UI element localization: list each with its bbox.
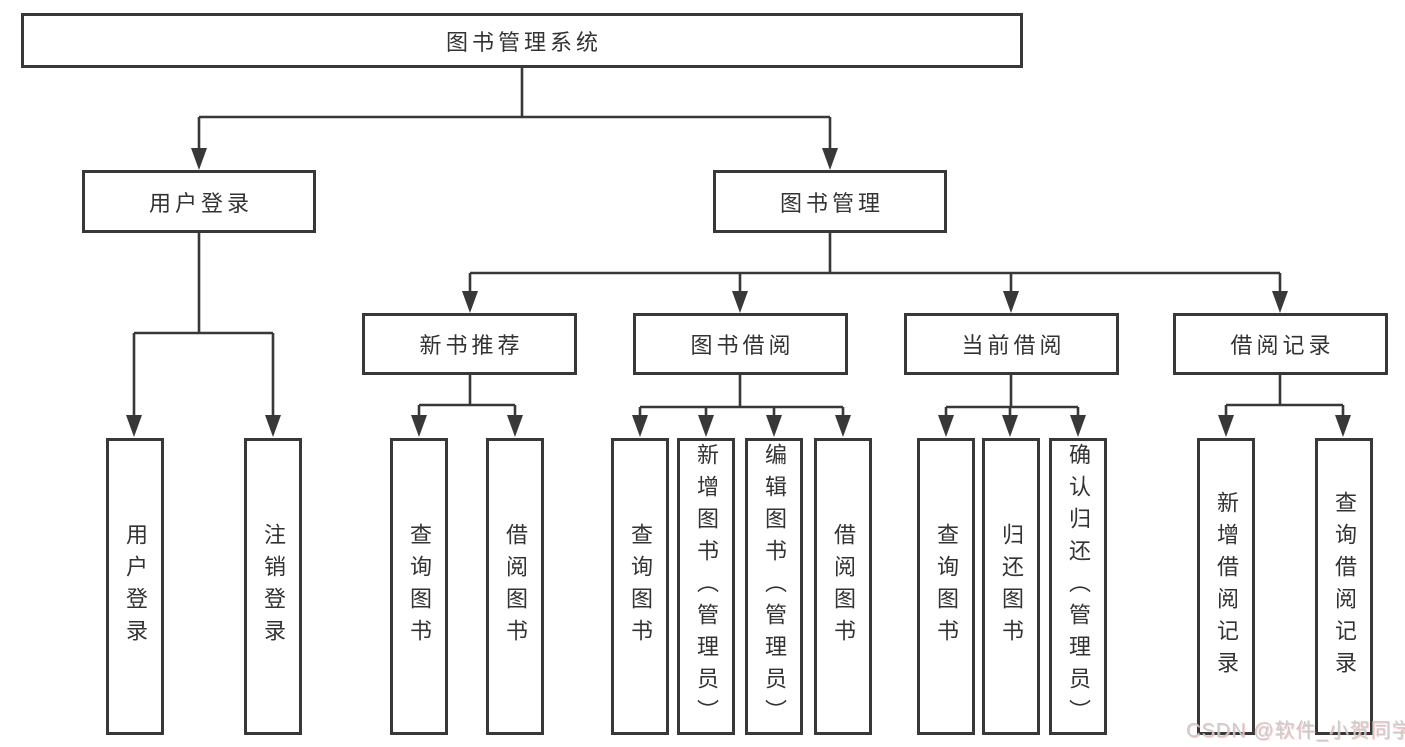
leaf-borrow-books-recommend: 借阅图书: [486, 438, 544, 735]
node-book-borrow: 图书借阅: [633, 313, 848, 375]
csdn-watermark: CSDN @软件_小贺同学: [1186, 720, 1405, 742]
leaf-edit-books-admin: 编辑图书（管理员）: [745, 438, 803, 735]
node-new-book-recommend: 新书推荐: [362, 313, 577, 375]
leaf-add-books-admin: 新增图书（管理员）: [677, 438, 735, 735]
node-book-management: 图书管理: [713, 170, 947, 233]
node-borrow-records: 借阅记录: [1173, 313, 1388, 375]
leaf-query-borrow-record: 查询借阅记录: [1315, 438, 1373, 735]
leaf-borrow-books: 借阅图书: [814, 438, 872, 735]
leaf-add-borrow-record: 新增借阅记录: [1197, 438, 1255, 735]
node-current-borrow: 当前借阅: [904, 313, 1119, 375]
leaf-return-books: 归还图书: [982, 438, 1040, 735]
node-library-system: 图书管理系统: [21, 13, 1023, 68]
node-user-login: 用户登录: [82, 170, 316, 233]
leaf-logout: 注销登录: [244, 438, 302, 735]
leaf-query-books-borrow: 查询图书: [611, 438, 669, 735]
leaf-confirm-return-admin: 确认归还（管理员）: [1049, 438, 1107, 735]
leaf-query-books-recommend: 查询图书: [390, 438, 448, 735]
leaf-user-login: 用户登录: [106, 438, 164, 735]
leaf-query-books-current: 查询图书: [917, 438, 975, 735]
